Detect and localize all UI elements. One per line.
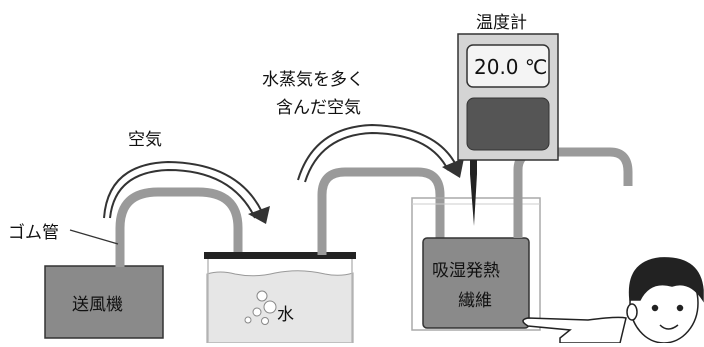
rubber-tube-3: [513, 147, 633, 238]
water-bubbles: [244, 290, 277, 325]
air-flow-arrow-outer: [103, 160, 263, 219]
thermometer-reading: 20.0 ℃: [474, 55, 548, 79]
fiber-label-line1: 吸湿発熱: [432, 261, 500, 281]
rubber-tube-label: ゴム管: [8, 223, 59, 243]
air-flow-arrow: [109, 168, 256, 219]
rubber-tube-leader: [69, 229, 119, 245]
thermometer-panel: [466, 97, 550, 151]
fiber-block: [422, 237, 530, 329]
air-flow-arrowhead: [248, 206, 270, 224]
container-lid: [204, 252, 356, 259]
humid-air-arrow: [304, 131, 449, 183]
thermometer-probe-stem: [470, 160, 477, 174]
rubber-tube-1: [115, 187, 243, 312]
humid-air-arrowhead: [442, 158, 464, 178]
thermometer-probe-needle: [470, 174, 477, 226]
water-label: 水: [277, 305, 294, 325]
humid-air-label-line1: 水蒸気を多く: [262, 70, 364, 90]
humid-air-arrow-outer: [297, 123, 457, 181]
air-label: 空気: [128, 130, 162, 150]
thermometer-display: [466, 44, 550, 88]
thermometer-title: 温度計: [476, 13, 527, 33]
water-body: [206, 270, 354, 344]
blower-box: [44, 265, 164, 339]
humid-air-label-line2: 含んだ空気: [276, 98, 361, 118]
boy-illustration: [522, 257, 704, 344]
rubber-tube-2: [317, 167, 445, 255]
blower-label: 送風機: [72, 295, 123, 315]
fiber-container: [411, 197, 541, 331]
fiber-label-line2: 繊維: [458, 291, 492, 311]
